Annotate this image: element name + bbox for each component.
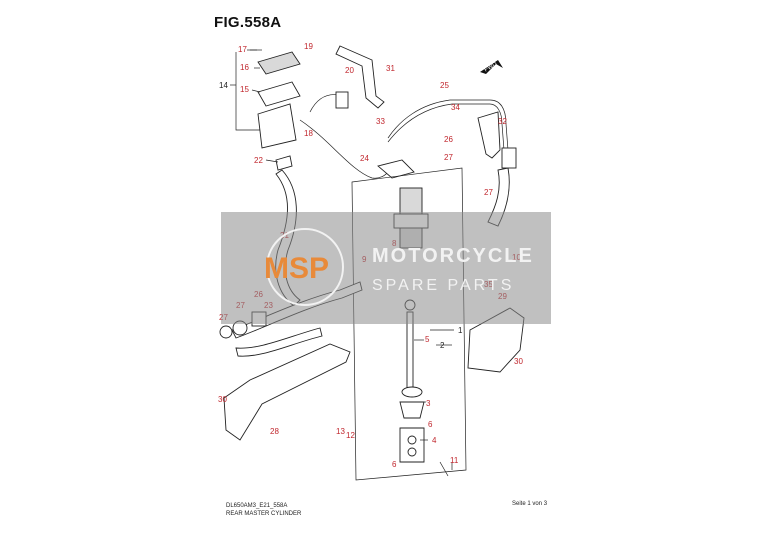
callout-6-lower: 6 bbox=[392, 460, 397, 469]
pipe-bracket bbox=[477, 111, 501, 159]
callout-24: 24 bbox=[360, 154, 369, 163]
callout-15: 15 bbox=[240, 85, 249, 94]
callout-26: 26 bbox=[444, 135, 453, 144]
callout-27-upper: 27 bbox=[444, 153, 453, 162]
callout-11: 11 bbox=[450, 456, 459, 465]
callout-6-upper: 6 bbox=[428, 420, 433, 429]
callout-4: 4 bbox=[432, 436, 437, 445]
callout-2: 2 bbox=[440, 341, 445, 350]
hose-end bbox=[501, 147, 517, 169]
figure-name: REAR MASTER CYLINDER bbox=[226, 511, 302, 517]
callout-25: 25 bbox=[440, 81, 449, 90]
watermark-line2: SPARE PARTS bbox=[372, 277, 514, 294]
callout-16: 16 bbox=[240, 63, 249, 72]
callout-27-right: 27 bbox=[484, 188, 493, 197]
callout-30-right: 30 bbox=[514, 357, 523, 366]
callout-22: 22 bbox=[254, 156, 263, 165]
callout-12: 12 bbox=[346, 431, 355, 440]
callout-13: 13 bbox=[336, 427, 345, 436]
callout-30-left: 30 bbox=[218, 395, 227, 404]
callout-5: 5 bbox=[425, 335, 430, 344]
watermark: MSP MOTORCYCLE SPARE PARTS bbox=[221, 212, 551, 324]
lower-hose bbox=[235, 327, 323, 357]
callout-18: 18 bbox=[304, 129, 313, 138]
brake-pipe-inner bbox=[387, 103, 505, 151]
callout-28: 28 bbox=[270, 427, 279, 436]
figure-title: FIG.558A bbox=[214, 14, 282, 31]
callout-32: 32 bbox=[498, 117, 507, 126]
brake-pipe bbox=[387, 99, 509, 151]
watermark-logo: MSP bbox=[264, 252, 329, 285]
fwd-arrow-icon: FWD bbox=[480, 60, 503, 74]
callout-3: 3 bbox=[426, 399, 431, 408]
leader-lines bbox=[230, 49, 454, 470]
figure-code: DL650AM3_E21_558A bbox=[226, 503, 288, 509]
callout-20: 20 bbox=[345, 66, 354, 75]
heat-guard bbox=[223, 343, 351, 441]
callout-33: 33 bbox=[376, 117, 385, 126]
assembly-outline bbox=[351, 167, 467, 481]
bracket bbox=[335, 45, 385, 109]
callout-34: 34 bbox=[451, 103, 460, 112]
callout-1: 1 bbox=[458, 326, 463, 335]
callout-17: 17 bbox=[238, 45, 247, 54]
watermark-line1: MOTORCYCLE bbox=[372, 245, 534, 267]
pipe-fitting bbox=[335, 91, 349, 109]
callout-31: 31 bbox=[386, 64, 395, 73]
page-number: Seite 1 von 3 bbox=[512, 501, 548, 507]
callout-14: 14 bbox=[219, 81, 228, 90]
callout-19: 19 bbox=[304, 42, 313, 51]
